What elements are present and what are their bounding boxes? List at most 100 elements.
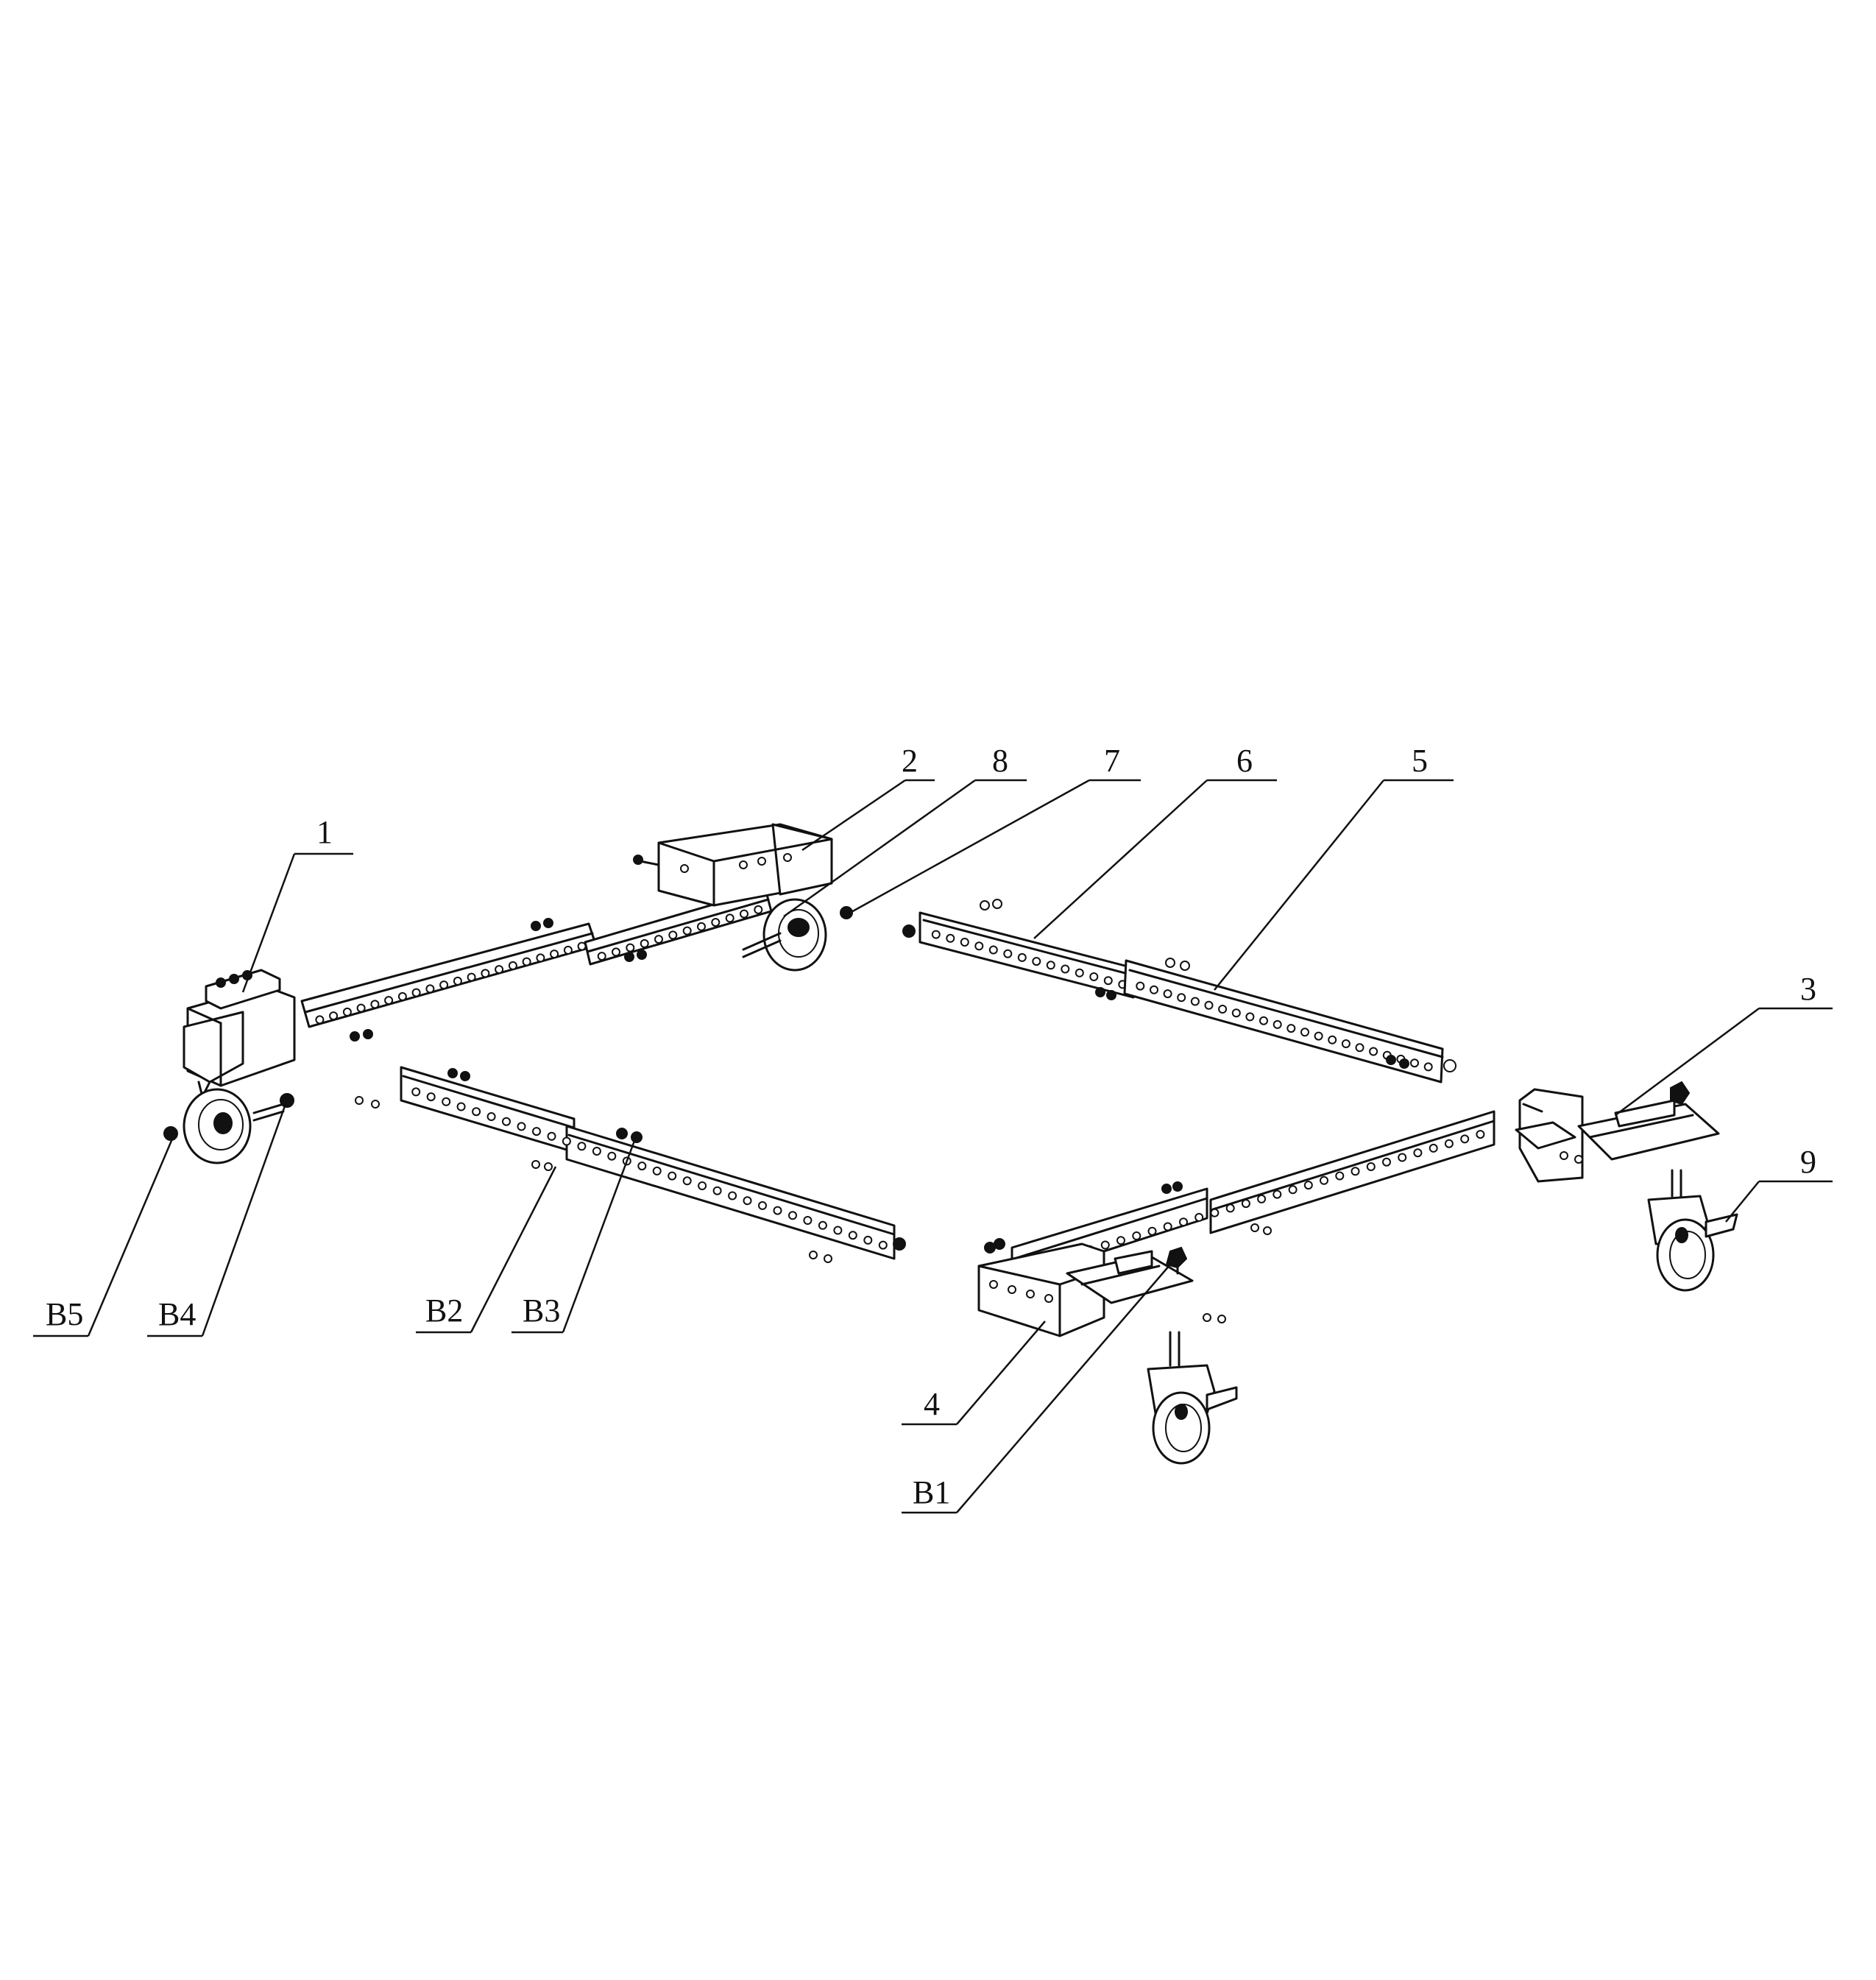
rail-hole <box>397 991 407 1001</box>
rail-hole <box>342 1007 352 1016</box>
nut-7 <box>840 906 853 919</box>
rail-hole <box>495 965 504 975</box>
rail-hole <box>1314 1031 1323 1041</box>
rail-hole <box>931 930 941 939</box>
rail-hole <box>960 938 969 947</box>
rail-hole <box>508 961 517 970</box>
rail-hole <box>592 1147 601 1156</box>
rear-left-wheel <box>163 1088 294 1164</box>
rail-hole <box>597 952 606 961</box>
rail-hole <box>654 935 663 944</box>
rail-hole <box>863 1235 873 1245</box>
rail-hole <box>547 1131 556 1141</box>
rail-hole <box>1444 1139 1454 1148</box>
rear-left-corner-bracket <box>183 969 296 1098</box>
rail-hole <box>577 1142 587 1151</box>
rail-hole <box>682 1176 692 1186</box>
rail-hole <box>607 1151 617 1161</box>
rear-right-bracket <box>633 823 833 907</box>
rail-hole <box>974 941 984 951</box>
rear-left-long-rail <box>300 918 598 1042</box>
rail-hole <box>848 1231 857 1240</box>
rail-hole <box>1257 1194 1267 1203</box>
rail-hole <box>1046 961 1055 970</box>
rail-hole <box>1328 1035 1337 1044</box>
front-right-caster-bracket-3 <box>1515 1081 1720 1183</box>
rail-hole <box>1003 949 1013 958</box>
rail-hole <box>1241 1199 1250 1209</box>
rail-hole <box>1398 1153 1407 1162</box>
callout-3: 3 <box>1800 971 1816 1007</box>
rail-hole <box>833 1226 843 1235</box>
rail-hole <box>1423 1062 1433 1072</box>
rail-hole <box>740 909 748 919</box>
rail-hole <box>563 945 573 955</box>
rail-hole <box>652 1166 662 1175</box>
rail-hole <box>439 980 449 990</box>
callout-b5: B5 <box>46 1296 83 1332</box>
rail-hole <box>442 1097 451 1106</box>
rail-hole <box>472 1107 481 1117</box>
rail-hole <box>1273 1189 1282 1199</box>
callout-b3: B3 <box>523 1293 560 1329</box>
rail-hole <box>1210 1208 1220 1217</box>
callout-b1: B1 <box>913 1474 950 1510</box>
rail-hole <box>803 1216 813 1225</box>
pin-b4 <box>280 1093 294 1108</box>
rail-hole <box>1476 1130 1485 1139</box>
rail-hole <box>1150 985 1158 994</box>
right-side-rail-6 <box>902 899 1135 1000</box>
rail-hole <box>725 913 735 923</box>
rail-hole <box>698 1181 707 1190</box>
rail-hole <box>1231 1008 1241 1018</box>
rail-hole <box>486 1112 496 1121</box>
rail-hole <box>1366 1162 1376 1171</box>
callout-6: 6 <box>1236 743 1253 779</box>
rail-hole <box>697 922 706 931</box>
rail-hole <box>743 1196 752 1206</box>
rail-hole <box>411 1087 421 1097</box>
rail-hole <box>878 1240 888 1250</box>
rail-hole <box>1351 1167 1360 1176</box>
rail-hole <box>1410 1058 1419 1068</box>
rail-hole <box>1163 1222 1172 1231</box>
callout-5: 5 <box>1412 743 1428 779</box>
rail-hole <box>788 1211 797 1220</box>
rail-hole <box>1017 952 1027 962</box>
rail-hole <box>1089 972 1099 981</box>
rail-hole <box>773 1206 782 1215</box>
rail-hole <box>329 1011 339 1021</box>
rail-hole <box>1369 1047 1378 1056</box>
rail-hole <box>1032 957 1041 966</box>
callout-labels: 1 2 8 7 6 5 3 9 B5 B4 B2 B3 4 B1 <box>46 743 1816 1510</box>
rail-hole <box>1179 1217 1188 1227</box>
rail-hole <box>467 972 476 982</box>
nut-b5 <box>163 1126 178 1141</box>
rail-hole <box>502 1117 511 1126</box>
rail-hole <box>1335 1171 1345 1181</box>
rail-hole <box>517 1122 526 1131</box>
rail-hole <box>1061 964 1070 974</box>
rail-hole <box>370 1000 380 1009</box>
rail-hole <box>640 938 649 948</box>
rail-hole <box>1190 997 1200 1006</box>
rail-hole <box>1341 1039 1351 1048</box>
rail-hole <box>1460 1134 1470 1144</box>
rail-hole <box>315 1015 325 1025</box>
rail-hole <box>1355 1043 1364 1053</box>
rail-hole <box>562 1136 571 1146</box>
right-side-rail-5 <box>1123 958 1456 1083</box>
callout-9: 9 <box>1800 1144 1816 1180</box>
rail-hole <box>818 1220 827 1230</box>
rail-hole <box>453 976 462 986</box>
callout-b4: B4 <box>158 1296 196 1332</box>
rail-hole <box>411 988 421 997</box>
rear-right-wheel <box>742 898 853 972</box>
rail-hole <box>1303 1181 1313 1190</box>
rail-hole <box>1204 1000 1214 1010</box>
rail-hole <box>758 1201 767 1210</box>
rail-hole <box>425 984 435 994</box>
front-left-rail <box>355 1066 906 1263</box>
callout-4: 4 <box>924 1386 940 1422</box>
rail-hole <box>356 1003 366 1013</box>
